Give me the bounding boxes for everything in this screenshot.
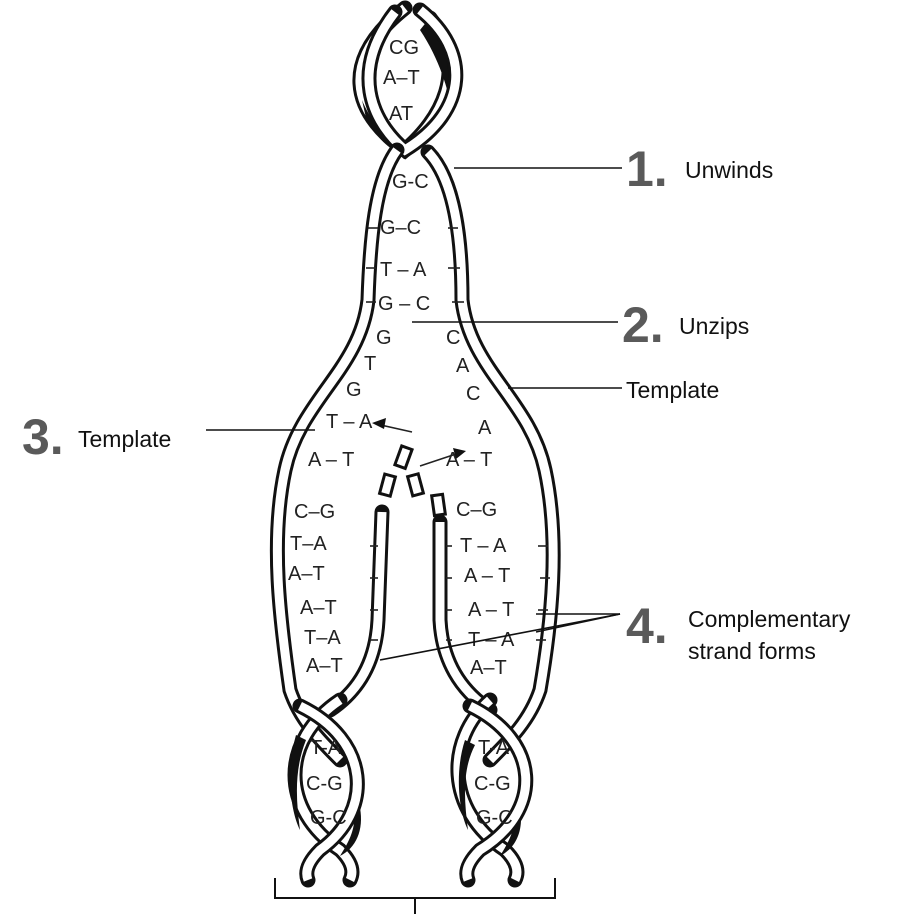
right-daughter-pairs: C–G T – A A – T A – T T – A A–T (456, 499, 515, 679)
step-number: 1. (626, 141, 668, 197)
base-pair: T-A (310, 737, 342, 759)
fork-base-right: C (466, 383, 480, 405)
step-1: 1. Unwinds (626, 141, 773, 197)
fork-base-right: A (478, 417, 492, 439)
fork-base-left: T – A (326, 411, 373, 433)
base-pair: T – A (380, 259, 427, 281)
fork-base-right: A – T (446, 449, 492, 471)
fork-base-right: A (456, 355, 470, 377)
nucleotide-block (377, 472, 398, 499)
base-pair: G-C (476, 807, 513, 829)
base-pair: T – A (468, 629, 515, 651)
base-pair: G–C (380, 217, 421, 239)
bottom-right-helix: T-A C-G G-C (450, 692, 534, 888)
base-pair: G-C (310, 807, 347, 829)
base-pair: A – T (464, 565, 510, 587)
base-pair: A–T (306, 655, 343, 677)
step-2: 2. Unzips (622, 297, 749, 353)
step-4: 4. Complementary strand forms (626, 598, 851, 664)
base-pair: T – A (460, 535, 507, 557)
fork-base-left: A – T (308, 449, 354, 471)
base-pair: C–G (294, 501, 335, 523)
nucleotide-block (429, 492, 448, 518)
base-pair: AT (389, 103, 413, 125)
base-pair: C–G (456, 499, 497, 521)
base-pair: A – T (468, 599, 514, 621)
stem-pairs: G-C G–C T – A G – C (378, 171, 430, 315)
base-pair: A–T (288, 563, 325, 585)
base-pair: CG (389, 37, 419, 59)
nucleotide-block (392, 443, 414, 471)
bottom-bracket (274, 878, 556, 914)
base-pair: A–T (383, 67, 420, 89)
nucleotide-block (405, 471, 426, 498)
base-pair: T–A (304, 627, 341, 649)
fork-base-left: G (346, 379, 362, 401)
step-label: Template (78, 426, 171, 452)
step-3: 3. Template (22, 409, 171, 465)
fork-base-right: C (446, 327, 460, 349)
fork-bases: G T G T – A A – T C A C A A – T (308, 327, 492, 471)
base-pair: C-G (306, 773, 343, 795)
polymerase-arrows (372, 418, 466, 467)
step-number: 2. (622, 297, 664, 353)
fork-base-left: T (364, 353, 376, 375)
base-pair: G-C (392, 171, 429, 193)
base-pair: A–T (300, 597, 337, 619)
step-label: Unzips (679, 313, 749, 339)
step-label-line2: strand forms (688, 638, 816, 664)
strand-ticks (366, 227, 550, 641)
base-pair: C-G (474, 773, 511, 795)
fork-base-left: G (376, 327, 392, 349)
base-pair: G – C (378, 293, 430, 315)
bottom-left-helix: T-A C-G G-C (287, 692, 365, 888)
step-number: 3. (22, 409, 64, 465)
top-helix: CG A–T AT (352, 0, 464, 160)
step-label: Unwinds (685, 157, 773, 183)
left-daughter-pairs: C–G T–A A–T A–T T–A A–T (288, 501, 343, 677)
base-pair: A–T (470, 657, 507, 679)
template-label-right: Template (626, 377, 719, 403)
template-strands (269, 142, 561, 768)
callout-lines (206, 167, 622, 661)
base-pair: T-A (478, 737, 510, 759)
step-label-line1: Complementary (688, 606, 851, 632)
base-pair: T–A (290, 533, 327, 555)
step-number: 4. (626, 598, 668, 654)
